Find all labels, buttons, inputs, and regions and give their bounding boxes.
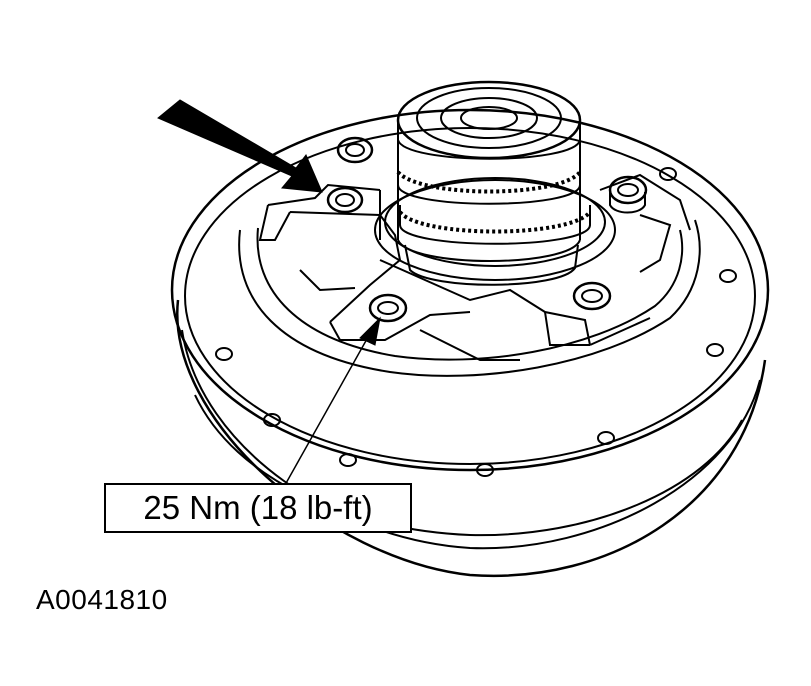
bolt-top-left [336, 136, 374, 164]
torque-spec-label: 25 Nm (18 lb-ft) [143, 489, 373, 526]
callout-leader-line [284, 316, 381, 486]
stator-support-hub [374, 80, 616, 286]
pump-housing [170, 108, 770, 578]
pointer-arrow-icon [157, 99, 323, 193]
torque-callout: 25 Nm (18 lb-ft) [104, 483, 412, 533]
bolts [326, 136, 648, 323]
bolt-right [608, 175, 648, 214]
bolt-front-torque [368, 293, 408, 323]
bolt-front-right [572, 281, 612, 311]
bolt-left-indicated [326, 186, 364, 214]
figure-id: A0041810 [36, 584, 168, 615]
pump-body [238, 173, 701, 377]
